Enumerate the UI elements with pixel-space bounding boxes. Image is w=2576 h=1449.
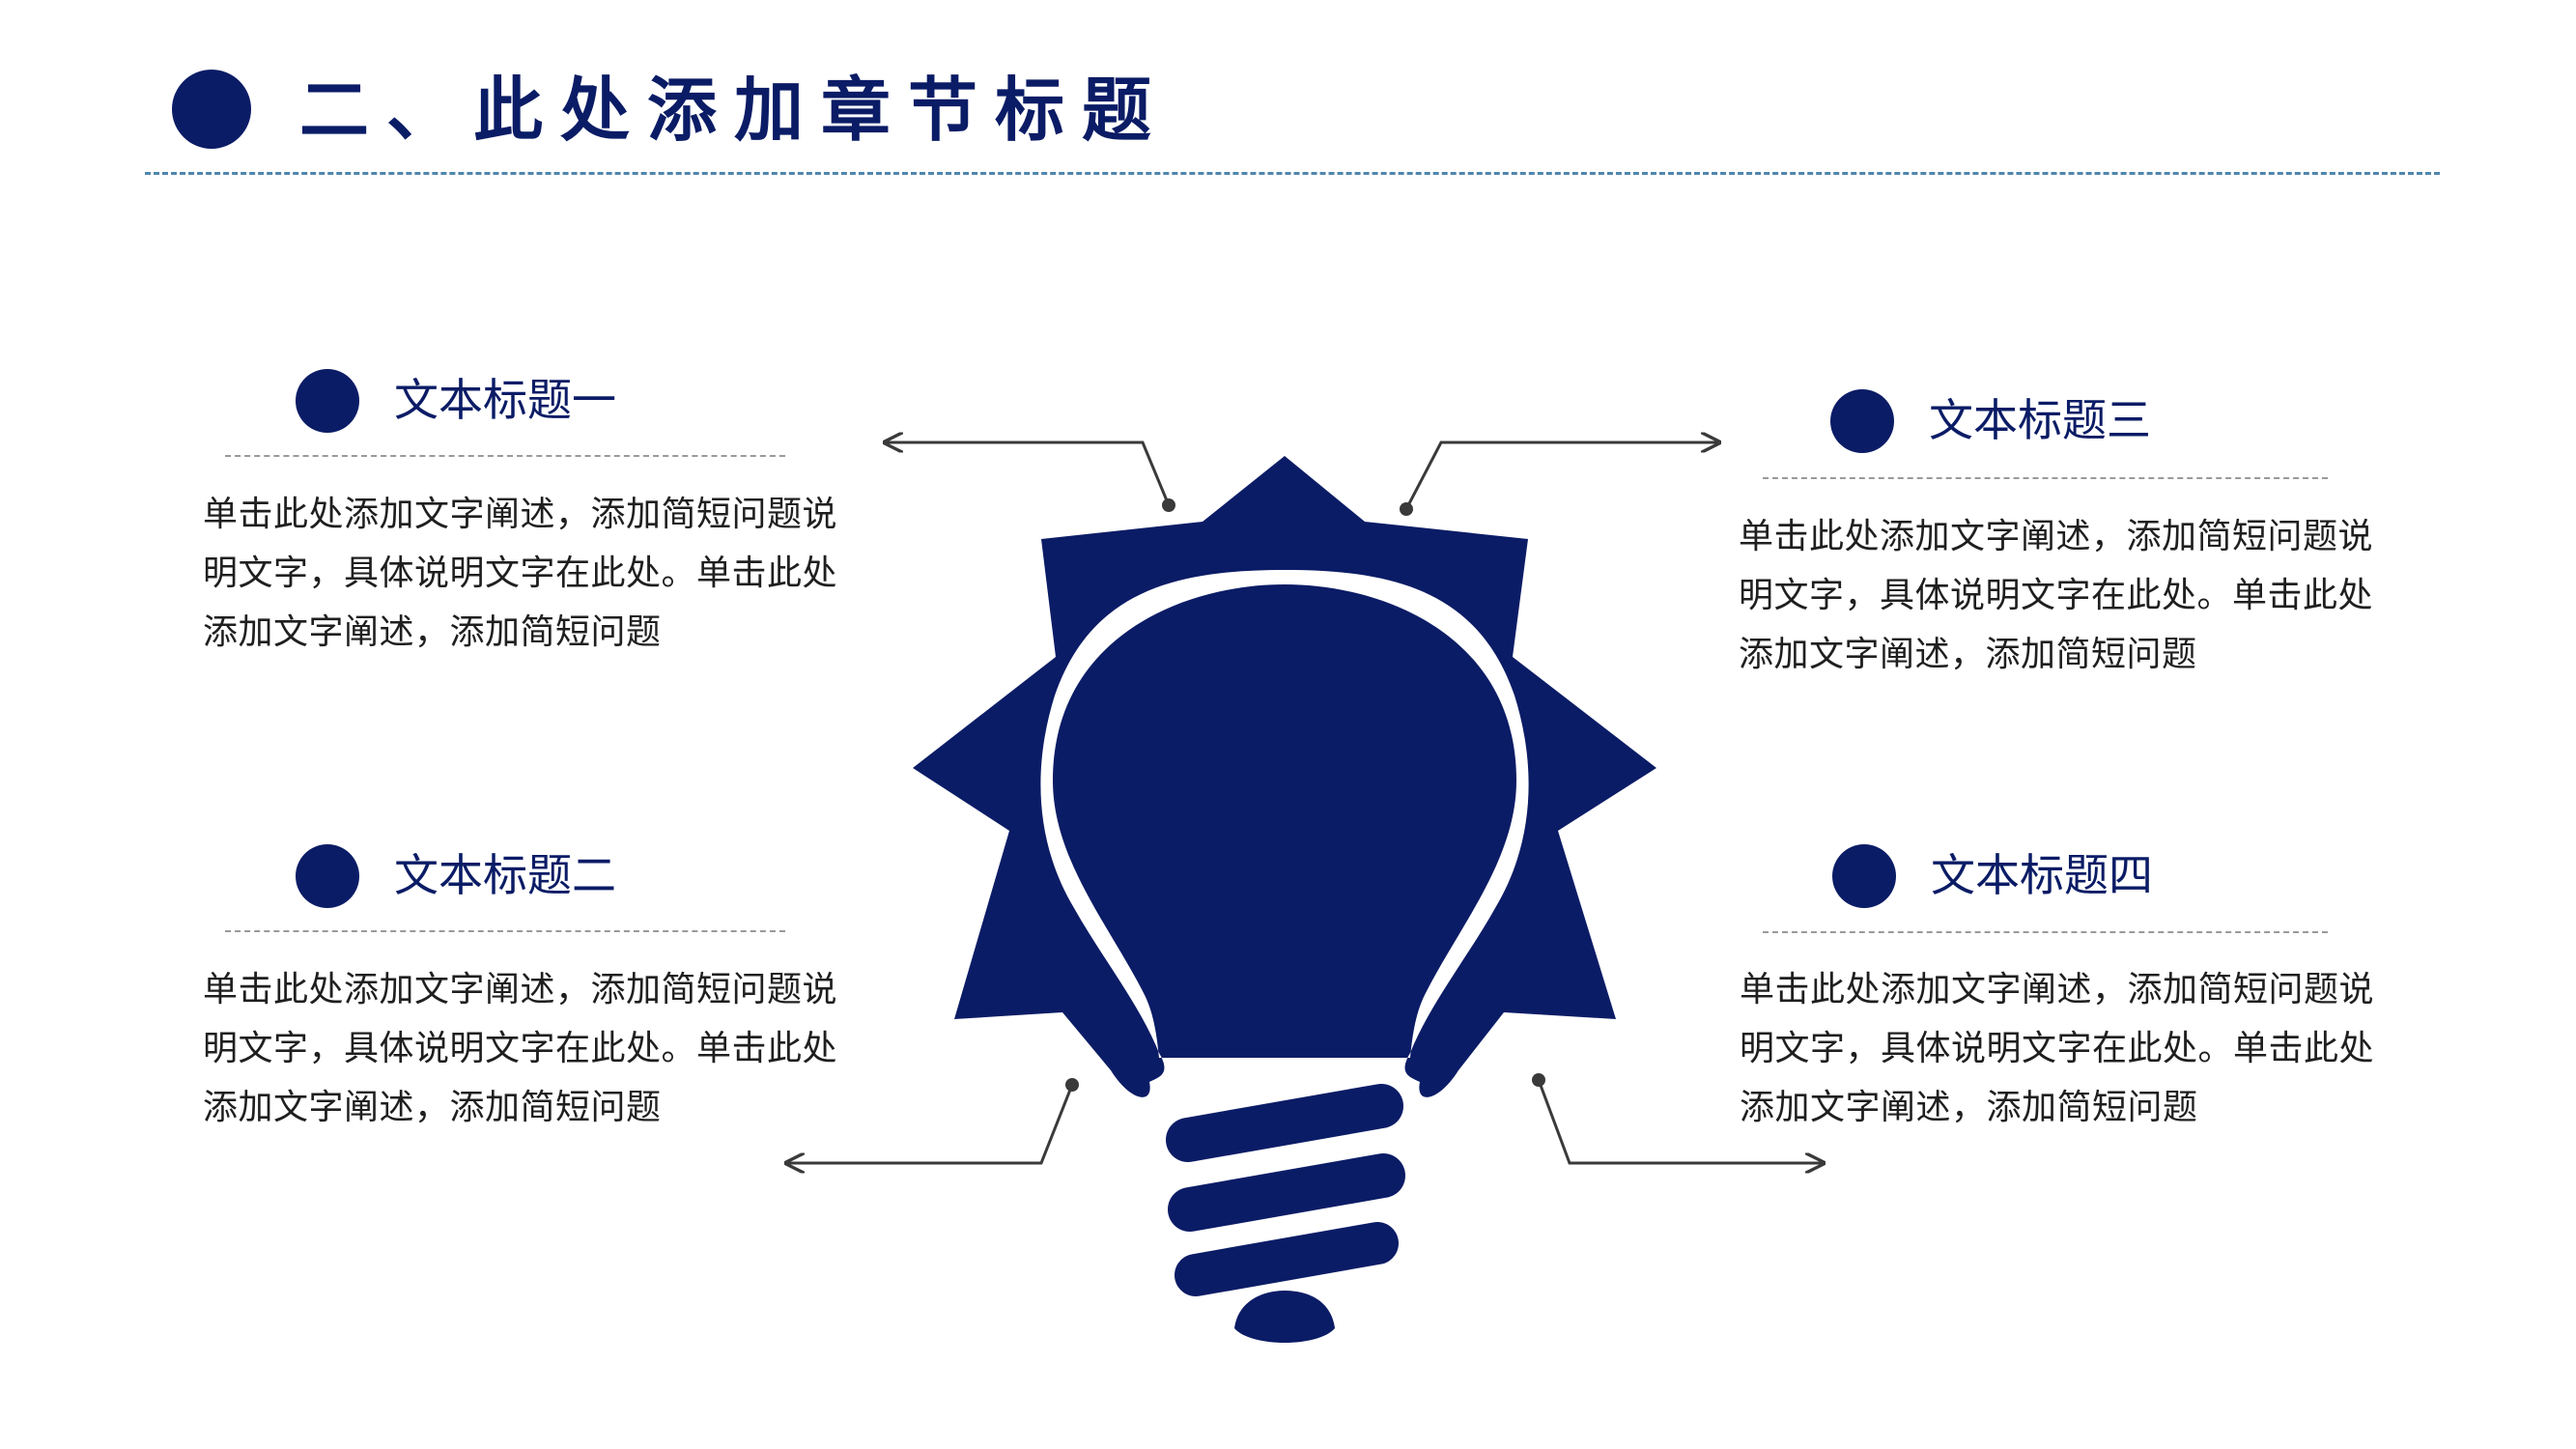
page-title: 二、此处添加章节标题: [299, 70, 1170, 151]
connector-bottom-left: [786, 1078, 1079, 1163]
block-bullet: [296, 369, 359, 433]
block-divider: [225, 455, 785, 457]
connector-top-right: [1400, 442, 1719, 516]
title-divider: [145, 172, 2440, 175]
connector-top-left: [885, 442, 1175, 512]
connector-bottom-right: [1532, 1073, 1824, 1163]
block-title: 文本标题四: [1931, 849, 2153, 901]
block-body: 单击此处添加文字阐述，添加简短问题说明文字，具体说明文字在此处。单击此处添加文字…: [1739, 517, 2374, 674]
block-bullet: [1830, 389, 1894, 453]
block-title: 文本标题二: [394, 849, 616, 901]
block-bullet: [296, 844, 359, 908]
lightbulb-icon: [913, 456, 1656, 1343]
block-bullet: [1832, 844, 1896, 908]
block-body: 单击此处添加文字阐述，添加简短问题说明文字，具体说明文字在此处。单击此处添加文字…: [203, 495, 838, 652]
block-divider: [225, 930, 785, 932]
title-bullet: [172, 70, 251, 149]
block-body: 单击此处添加文字阐述，添加简短问题说明文字，具体说明文字在此处。单击此处添加文字…: [1740, 970, 2375, 1127]
block-body: 单击此处添加文字阐述，添加简短问题说明文字，具体说明文字在此处。单击此处添加文字…: [203, 970, 838, 1127]
block-divider: [1763, 477, 2328, 479]
block-title: 文本标题一: [394, 374, 616, 426]
block-title: 文本标题三: [1929, 394, 2151, 446]
block-divider: [1763, 931, 2328, 933]
